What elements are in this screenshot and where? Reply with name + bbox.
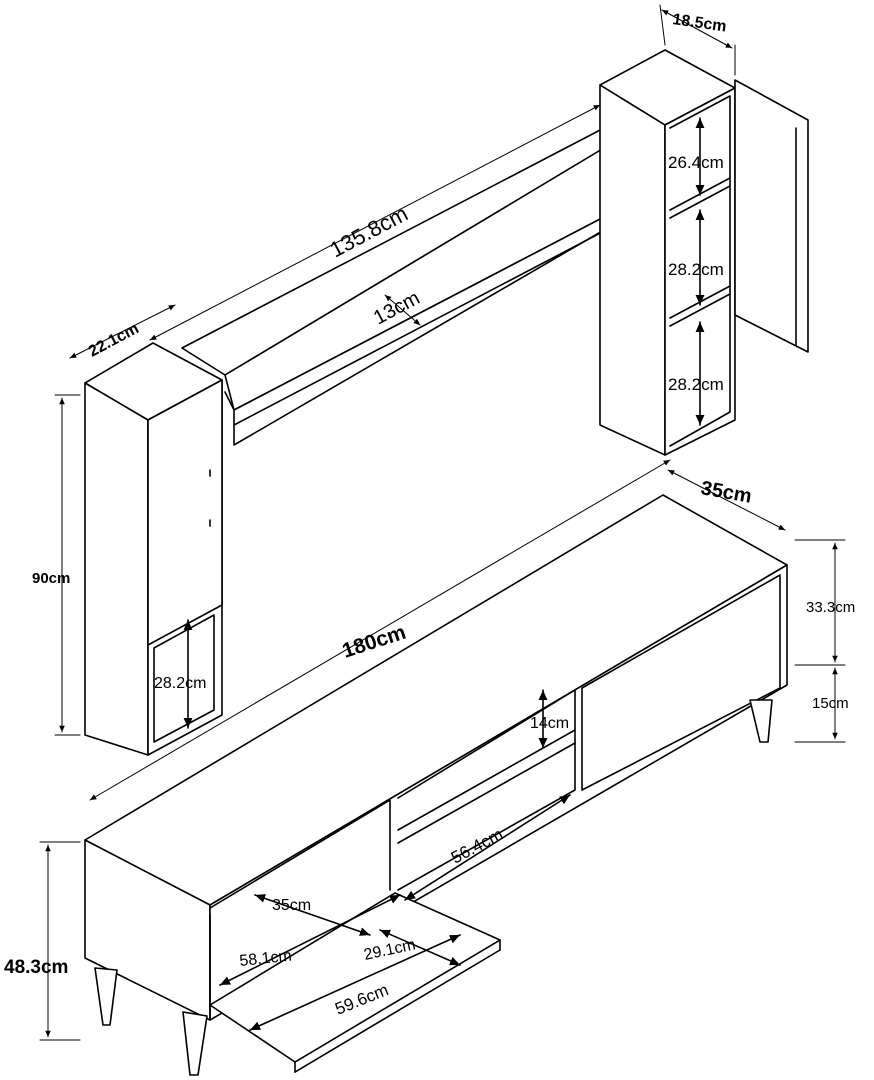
label-tv-unit-total-height: 48.3cm <box>4 957 68 978</box>
label-left-cabinet-height: 90cm <box>32 570 70 587</box>
label-tv-unit-depth: 35cm <box>699 477 753 508</box>
label-drawer-inner-width: 58.1cm <box>239 948 293 970</box>
label-top-shelf-depth: 18.5cm <box>671 11 727 35</box>
left-wall-cabinet <box>84 342 223 756</box>
label-tv-unit-leg-height: 15cm <box>812 695 849 712</box>
dimension-lines <box>39 4 846 1041</box>
right-wall-cabinet <box>599 49 809 456</box>
label-right-compartment-top: 26.4cm <box>668 153 724 172</box>
label-right-compartment-middle: 28.2cm <box>668 260 724 279</box>
label-right-compartment-bottom: 28.2cm <box>668 375 724 394</box>
label-inner-shelf-height: 14cm <box>530 715 569 732</box>
label-left-open-compartment: 28.2cm <box>154 675 206 692</box>
label-drawer-depth: 35cm <box>272 897 311 914</box>
label-tv-unit-body-height: 33.3cm <box>806 599 855 616</box>
